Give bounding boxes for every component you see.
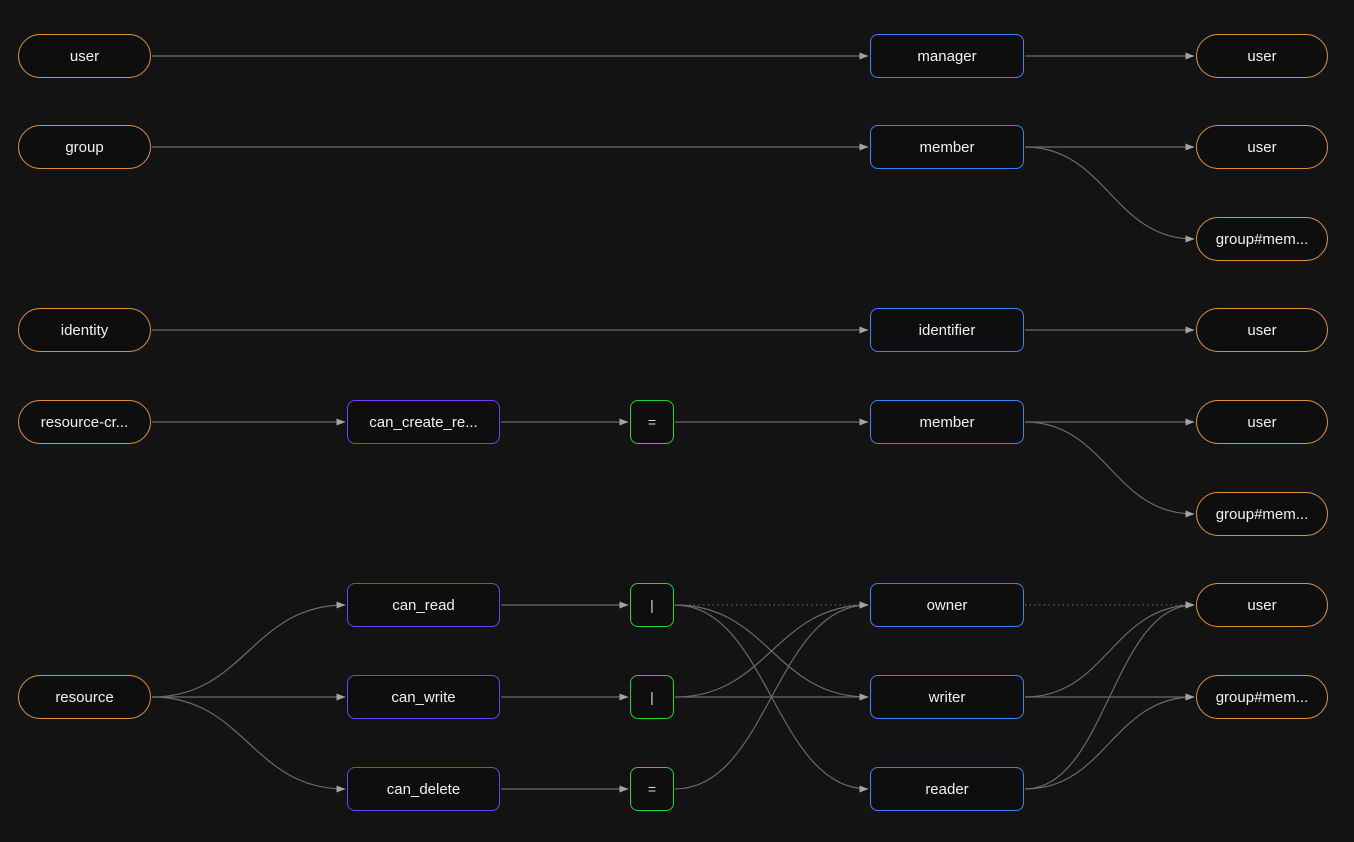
node-type-group-member-2[interactable]: group#mem... <box>1196 492 1328 536</box>
edge-rel-member-1-to-type-group-member-1 <box>1024 146 1195 243</box>
node-entity-user[interactable]: user <box>18 34 151 78</box>
node-rel-owner[interactable]: owner <box>870 583 1024 627</box>
edge-entity-resource-to-perm-can-delete <box>151 696 346 793</box>
node-rel-member-2[interactable]: member <box>870 400 1024 444</box>
node-type-group-member-1[interactable]: group#mem... <box>1196 217 1328 261</box>
node-rel-writer[interactable]: writer <box>870 675 1024 719</box>
edge-rel-member-2-to-type-group-member-2 <box>1024 421 1195 518</box>
node-perm-can-write[interactable]: can_write <box>347 675 500 719</box>
edge-rel-writer-to-type-user-5 <box>1024 601 1195 698</box>
node-type-user-4[interactable]: user <box>1196 400 1328 444</box>
node-perm-can-read[interactable]: can_read <box>347 583 500 627</box>
node-entity-identity[interactable]: identity <box>18 308 151 352</box>
node-rel-identifier[interactable]: identifier <box>870 308 1024 352</box>
edge-op-eq-delete-to-rel-owner <box>674 601 869 790</box>
node-perm-can-delete[interactable]: can_delete <box>347 767 500 811</box>
node-rel-reader[interactable]: reader <box>870 767 1024 811</box>
node-type-user-1[interactable]: user <box>1196 34 1328 78</box>
node-entity-group[interactable]: group <box>18 125 151 169</box>
node-op-or-read[interactable]: | <box>630 583 674 627</box>
edge-op-or-write-to-rel-owner <box>674 601 869 698</box>
node-type-user-3[interactable]: user <box>1196 308 1328 352</box>
edge-rel-reader-to-type-user-5 <box>1024 601 1195 790</box>
node-type-user-5[interactable]: user <box>1196 583 1328 627</box>
node-type-user-2[interactable]: user <box>1196 125 1328 169</box>
node-rel-member-1[interactable]: member <box>870 125 1024 169</box>
node-op-or-write[interactable]: | <box>630 675 674 719</box>
node-entity-resource[interactable]: resource <box>18 675 151 719</box>
edge-entity-resource-to-perm-can-read <box>151 601 346 698</box>
node-entity-resource-creator[interactable]: resource-cr... <box>18 400 151 444</box>
node-op-eq-create[interactable]: = <box>630 400 674 444</box>
edge-rel-reader-to-type-group-member-3 <box>1024 693 1195 790</box>
node-rel-manager[interactable]: manager <box>870 34 1024 78</box>
node-perm-can-create[interactable]: can_create_re... <box>347 400 500 444</box>
node-type-group-member-3[interactable]: group#mem... <box>1196 675 1328 719</box>
node-op-eq-delete[interactable]: = <box>630 767 674 811</box>
